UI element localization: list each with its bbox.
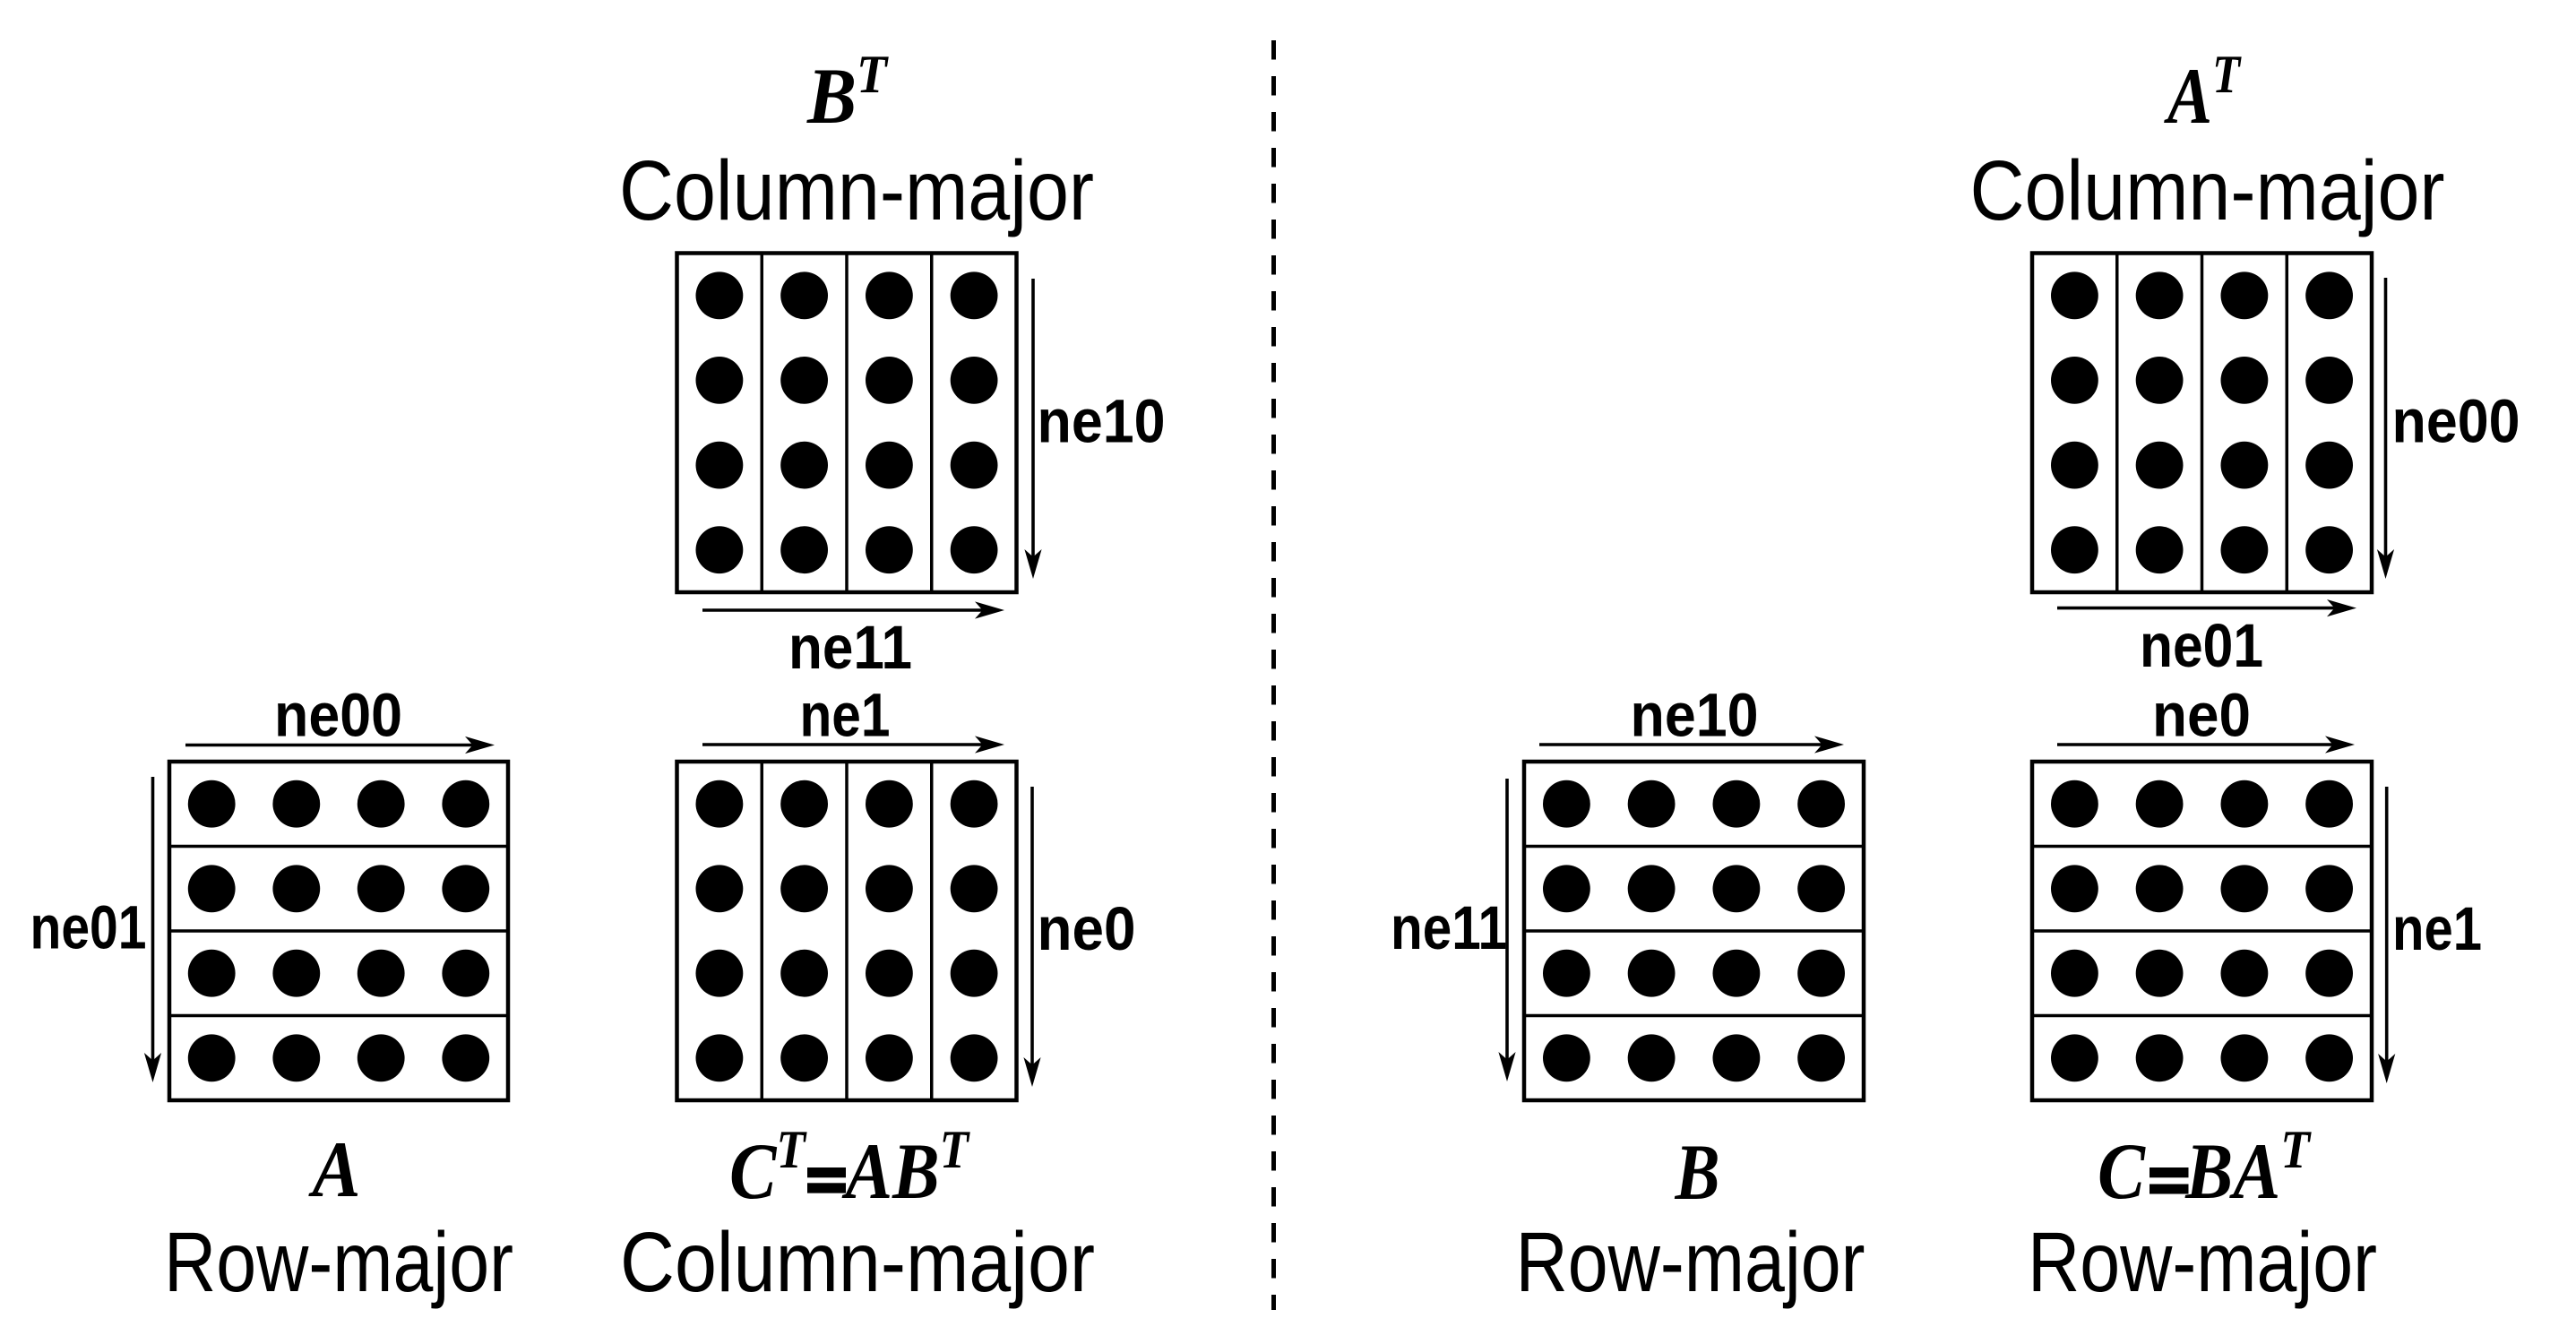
svg-text:Column-major: Column-major <box>619 143 1094 238</box>
svg-text:Row-major: Row-major <box>164 1215 513 1310</box>
svg-text:ne01: ne01 <box>2140 611 2263 680</box>
svg-text:ne11: ne11 <box>788 613 912 682</box>
svg-text:C=BAT: C=BAT <box>2098 1120 2312 1216</box>
svg-text:ne10: ne10 <box>1631 681 1759 750</box>
svg-text:ne0: ne0 <box>1038 894 1136 963</box>
svg-text:ne10: ne10 <box>1038 387 1166 456</box>
svg-text:A: A <box>308 1126 361 1214</box>
svg-text:Column-major: Column-major <box>1970 143 2445 238</box>
svg-text:ne1: ne1 <box>800 681 891 750</box>
svg-text:ne1: ne1 <box>2392 894 2482 963</box>
svg-text:B: B <box>1675 1129 1720 1217</box>
svg-text:ne01: ne01 <box>30 893 147 962</box>
svg-text:ne0: ne0 <box>2152 681 2251 750</box>
svg-text:ne00: ne00 <box>274 681 402 750</box>
svg-text:ne11: ne11 <box>1391 893 1507 962</box>
svg-text:ne00: ne00 <box>2392 387 2520 456</box>
svg-text:Row-major: Row-major <box>2028 1215 2377 1310</box>
svg-text:Row-major: Row-major <box>1516 1215 1865 1310</box>
svg-text:Column-major: Column-major <box>620 1215 1095 1310</box>
svg-text:CT=ABT: CT=ABT <box>729 1120 970 1216</box>
svg-text:AT: AT <box>2164 45 2242 141</box>
svg-text:BT: BT <box>806 45 889 141</box>
